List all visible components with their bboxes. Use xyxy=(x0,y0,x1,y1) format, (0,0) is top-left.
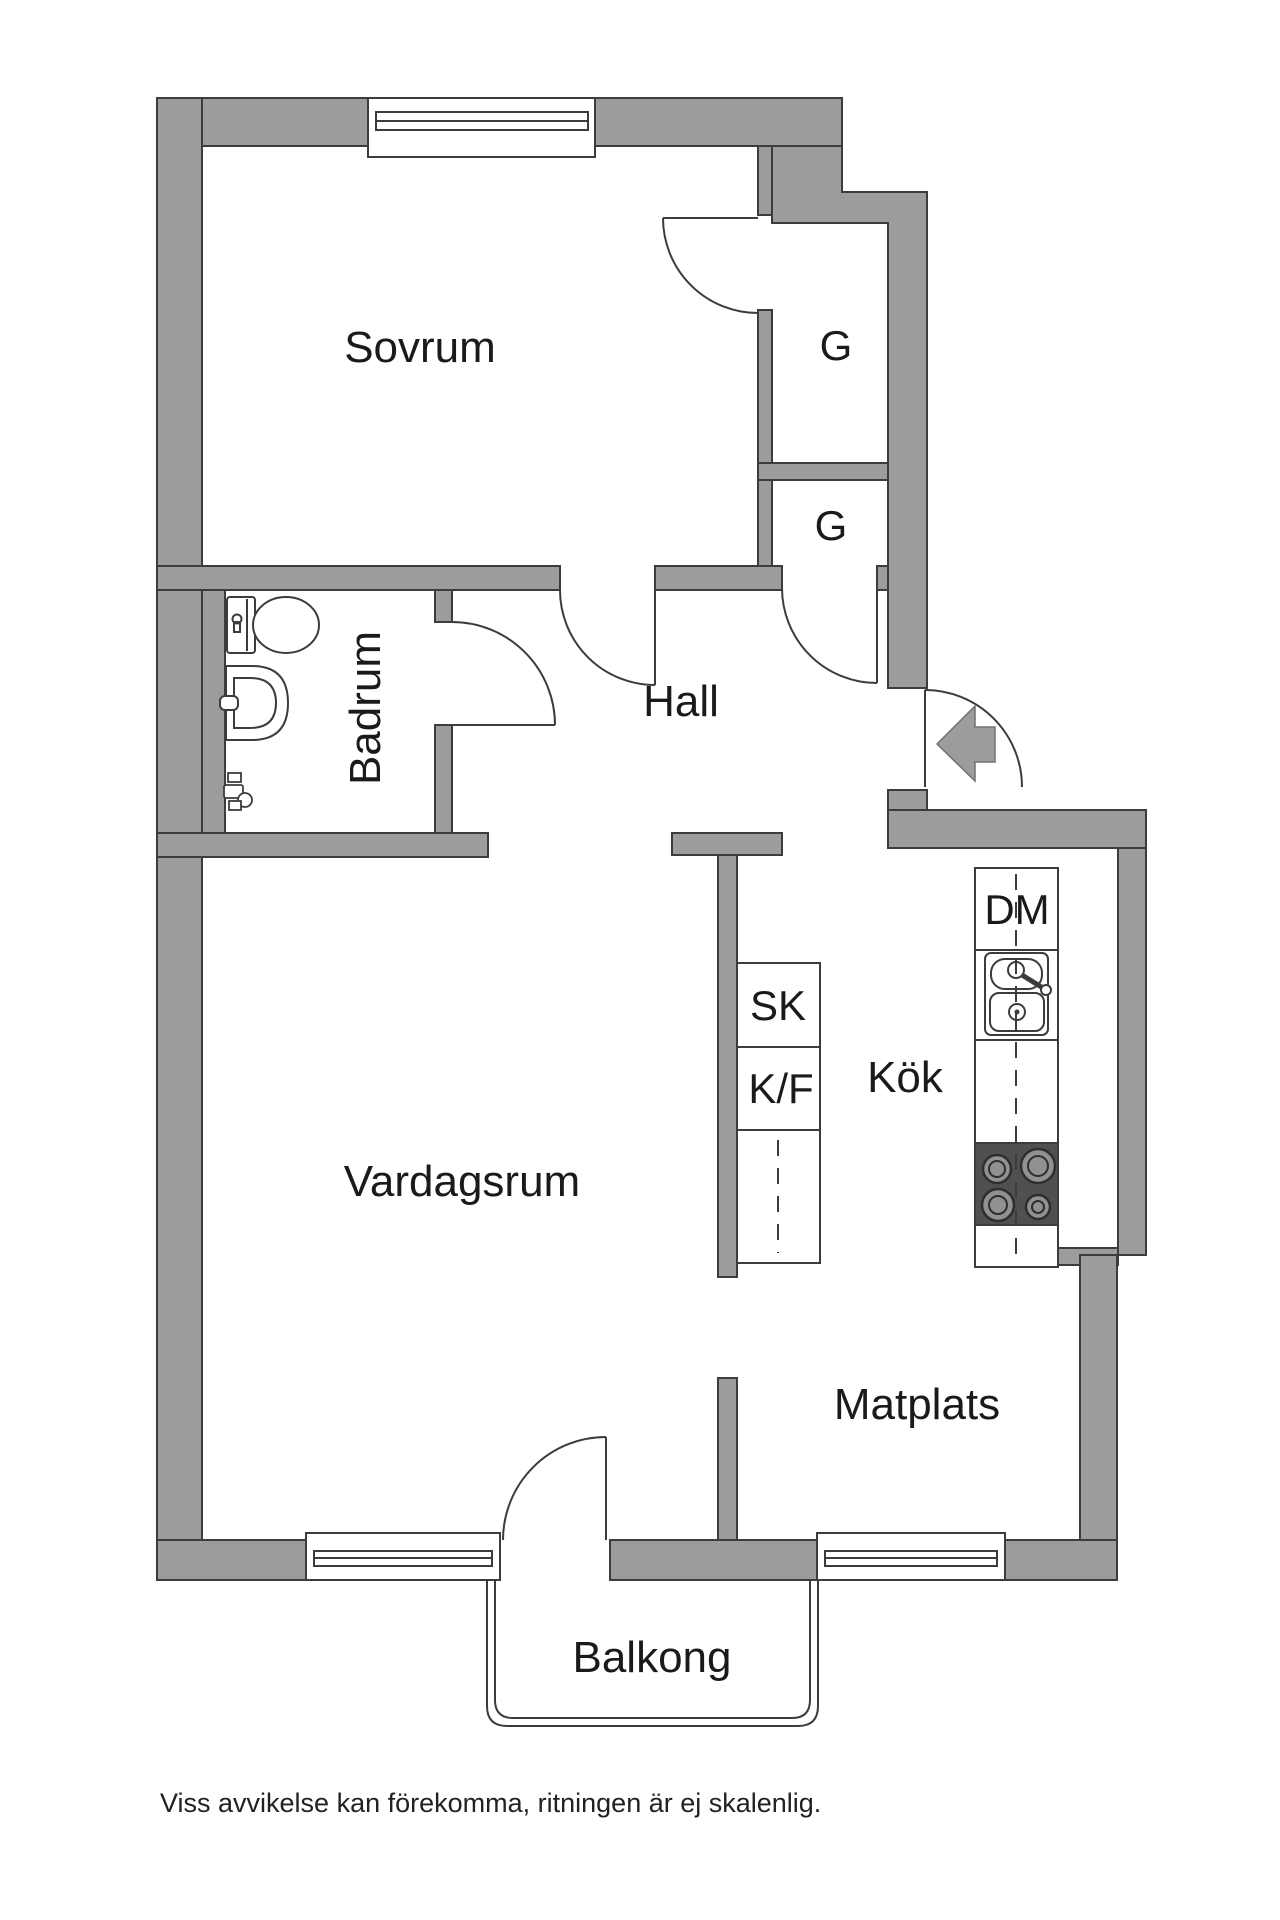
door-closet-g2 xyxy=(781,587,878,684)
kitchen-sink-icon xyxy=(984,952,1052,1036)
wall-badrum-east-upper xyxy=(434,589,453,623)
wall-sovrum-south xyxy=(156,565,561,591)
label-matplats: Matplats xyxy=(834,1380,1000,1429)
label-sk: SK xyxy=(750,982,806,1029)
label-kf: K/F xyxy=(748,1065,813,1112)
label-g1: G xyxy=(820,322,853,369)
cabinet-kf xyxy=(736,1046,821,1131)
label-hall: Hall xyxy=(643,677,719,726)
wall-kitchen-divider xyxy=(717,854,738,1278)
counter-right-bottom xyxy=(974,1224,1059,1268)
wall-g2-door-stub xyxy=(876,565,889,591)
label-kok: Kök xyxy=(867,1053,944,1102)
walls xyxy=(156,97,1147,1581)
room-labels: Sovrum G G Hall Badrum Kök Vardagsrum Ma… xyxy=(341,322,1050,1682)
stove-burners-icon xyxy=(980,1147,1057,1223)
door-balcony xyxy=(502,1436,607,1541)
door-closet-g1 xyxy=(662,217,759,314)
wall-top-right xyxy=(594,97,843,147)
wall-top-right-block xyxy=(771,145,928,689)
label-g2: G xyxy=(815,502,848,549)
windows xyxy=(305,97,1006,1581)
wall-kitchen-north xyxy=(887,809,1147,849)
door-badrum xyxy=(451,621,556,726)
wall-matplats-stub xyxy=(717,1377,738,1544)
bathroom-fixtures xyxy=(219,596,320,811)
disclaimer-text: Viss avvikelse kan förekomma, ritningen … xyxy=(160,1788,821,1818)
wall-bottom-right xyxy=(1004,1539,1118,1581)
wall-bottom-left xyxy=(156,1539,307,1581)
bathroom-sink-icon xyxy=(219,665,290,741)
wall-hall-south xyxy=(671,832,783,856)
label-balkong: Balkong xyxy=(572,1633,731,1682)
wall-badrum-south xyxy=(156,832,489,858)
window-matplats xyxy=(816,1532,1006,1581)
wall-g2-west xyxy=(757,479,773,567)
wall-badrum-left xyxy=(201,589,226,836)
balcony-railing xyxy=(486,1580,819,1727)
toilet-icon xyxy=(226,596,320,654)
door-entrance xyxy=(924,689,1023,788)
door-sovrum xyxy=(559,589,656,686)
wall-g-divider xyxy=(757,462,889,481)
kitchen-counters xyxy=(736,867,1059,1268)
wall-bottom-mid xyxy=(609,1539,818,1581)
cabinet-sk xyxy=(736,962,821,1048)
window-vardagsrum xyxy=(305,1532,501,1581)
wall-right-matplats xyxy=(1079,1254,1118,1581)
wall-badrum-east-lower xyxy=(434,724,453,836)
wall-g1-west-lower xyxy=(757,309,773,464)
wall-right-kitchen xyxy=(1117,847,1147,1256)
label-badrum: Badrum xyxy=(341,631,390,785)
label-dm: DM xyxy=(984,886,1049,933)
label-sovrum: Sovrum xyxy=(344,323,496,372)
wall-g2-south xyxy=(654,565,783,591)
floor-drain-icon xyxy=(223,772,253,811)
doors xyxy=(451,217,1023,1541)
window-sovrum xyxy=(367,97,596,158)
wall-g1-west-upper xyxy=(757,145,773,216)
label-vardagsrum: Vardagsrum xyxy=(344,1157,580,1206)
entrance-arrow-icon xyxy=(935,704,996,783)
